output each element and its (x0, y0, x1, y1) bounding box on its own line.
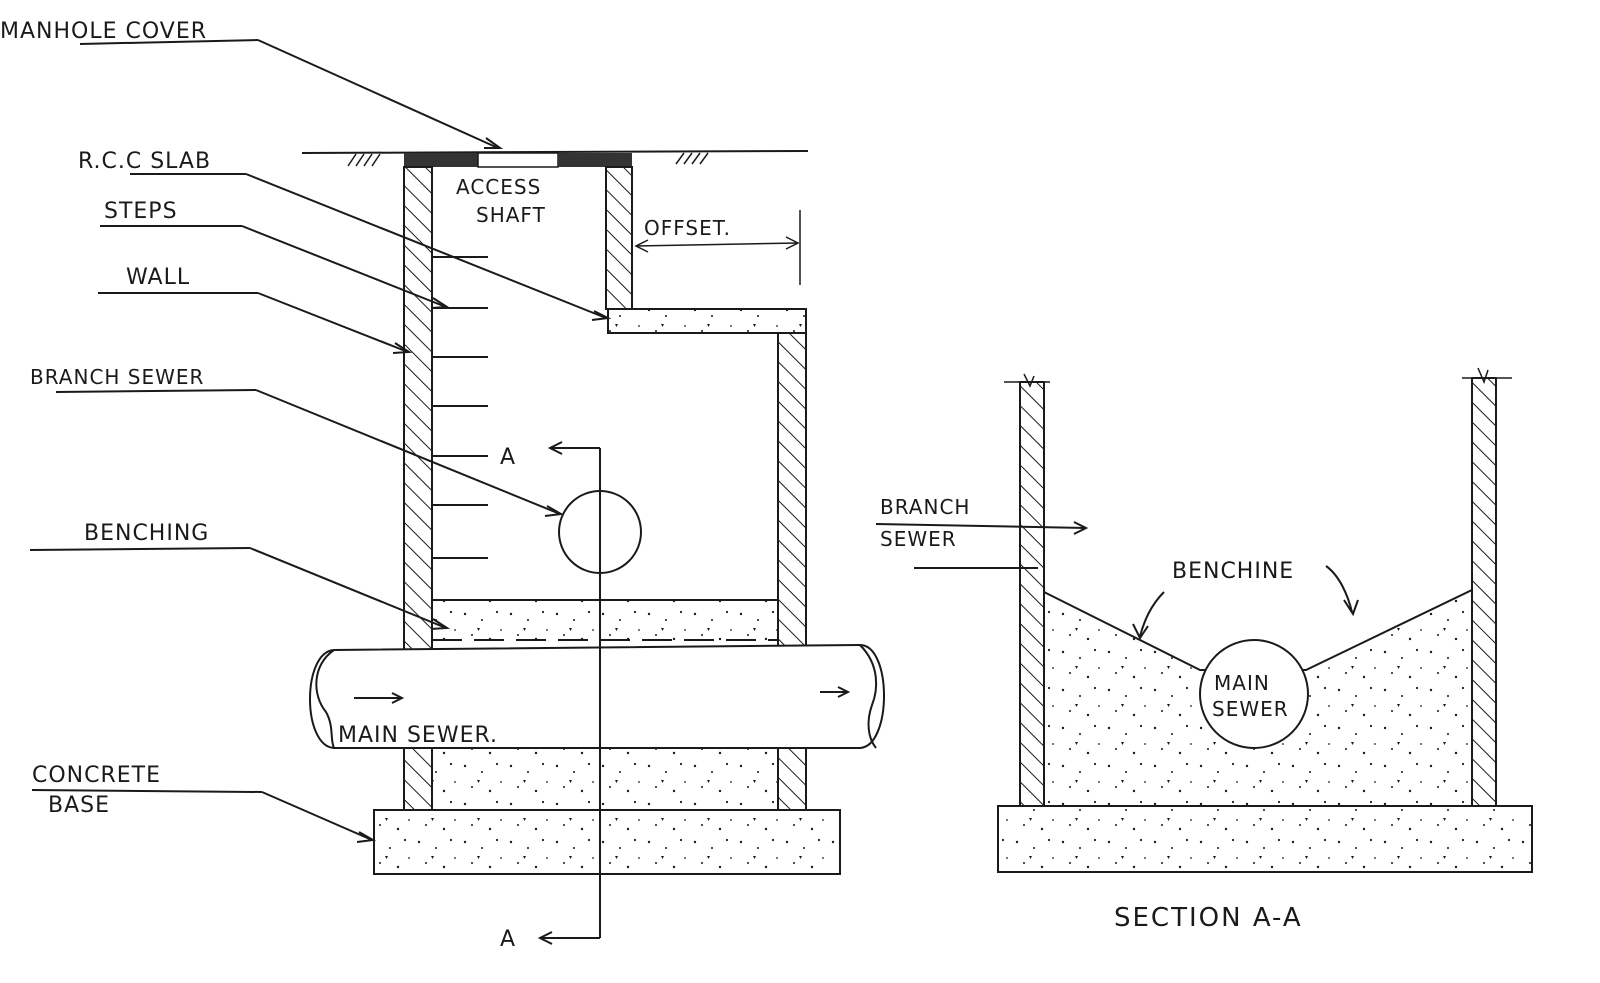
leader-benching: BENCHING (29, 521, 451, 630)
section-wall-left (1019, 381, 1045, 807)
section-main-sewer-label: SEWER (1212, 697, 1289, 721)
rcc-slab (607, 308, 807, 334)
shaft-label: SHAFT (476, 203, 546, 227)
section-wall-right (1471, 377, 1497, 807)
steps (432, 256, 488, 559)
main-sewer-pipe (309, 643, 885, 749)
ground-line (301, 150, 809, 154)
manhole-cover-left (404, 153, 478, 167)
manhole-elevation: A A ACCESS SHAFT OFFSET. MAIN SEWER. MAN… (0, 19, 885, 952)
section-a-a: MAIN SEWER BRANCH SEWER BENCHINE SECTION… (875, 367, 1533, 933)
leader-branch-sewer: BRANCH SEWER (30, 365, 565, 517)
lower-concrete-fill (432, 748, 778, 815)
ground-hatch-left (347, 153, 381, 167)
shaft-wall-right (605, 166, 633, 310)
offset-dimension (635, 242, 799, 247)
leader-steps: STEPS (100, 199, 451, 309)
leader-concrete-base: CONCRETE BASE (31, 763, 377, 843)
rcc-slab-label: R.C.C SLAB (78, 149, 211, 174)
concrete-base-elevation (373, 809, 841, 875)
section-mark-top: A (500, 445, 516, 470)
branch-sewer-label: BRANCH SEWER (30, 365, 204, 389)
section-branch-label: BRANCH (880, 495, 970, 519)
ground-hatch-right (675, 152, 709, 165)
wall-break-marks (1004, 367, 1512, 388)
leader-rcc-slab: R.C.C SLAB (78, 149, 612, 321)
benching-label: BENCHING (84, 521, 209, 546)
steps-label: STEPS (104, 199, 178, 224)
base-label: BASE (48, 793, 110, 818)
section-benching-label: BENCHINE (1172, 559, 1294, 584)
section-cut-line (537, 441, 601, 945)
main-sewer-label: MAIN SEWER. (338, 723, 498, 748)
concrete-label: CONCRETE (32, 763, 161, 788)
wall-label: WALL (126, 265, 190, 290)
leader-manhole-cover: MANHOLE COVER (0, 19, 504, 149)
section-main-label: MAIN (1214, 671, 1270, 695)
section-sewer-label: SEWER (880, 527, 957, 551)
manhole-cover-right (558, 153, 632, 167)
concrete-base-section (997, 805, 1533, 873)
offset-label: OFFSET. (644, 216, 731, 240)
manhole-cover-opening (477, 152, 559, 168)
leader-wall: WALL (98, 265, 413, 354)
section-mark-bottom: A (500, 927, 516, 952)
manhole-cover-label: MANHOLE COVER (0, 19, 207, 44)
access-label: ACCESS (456, 175, 541, 199)
section-title: SECTION A-A (1114, 903, 1303, 933)
main-sewer-section (1199, 639, 1309, 749)
